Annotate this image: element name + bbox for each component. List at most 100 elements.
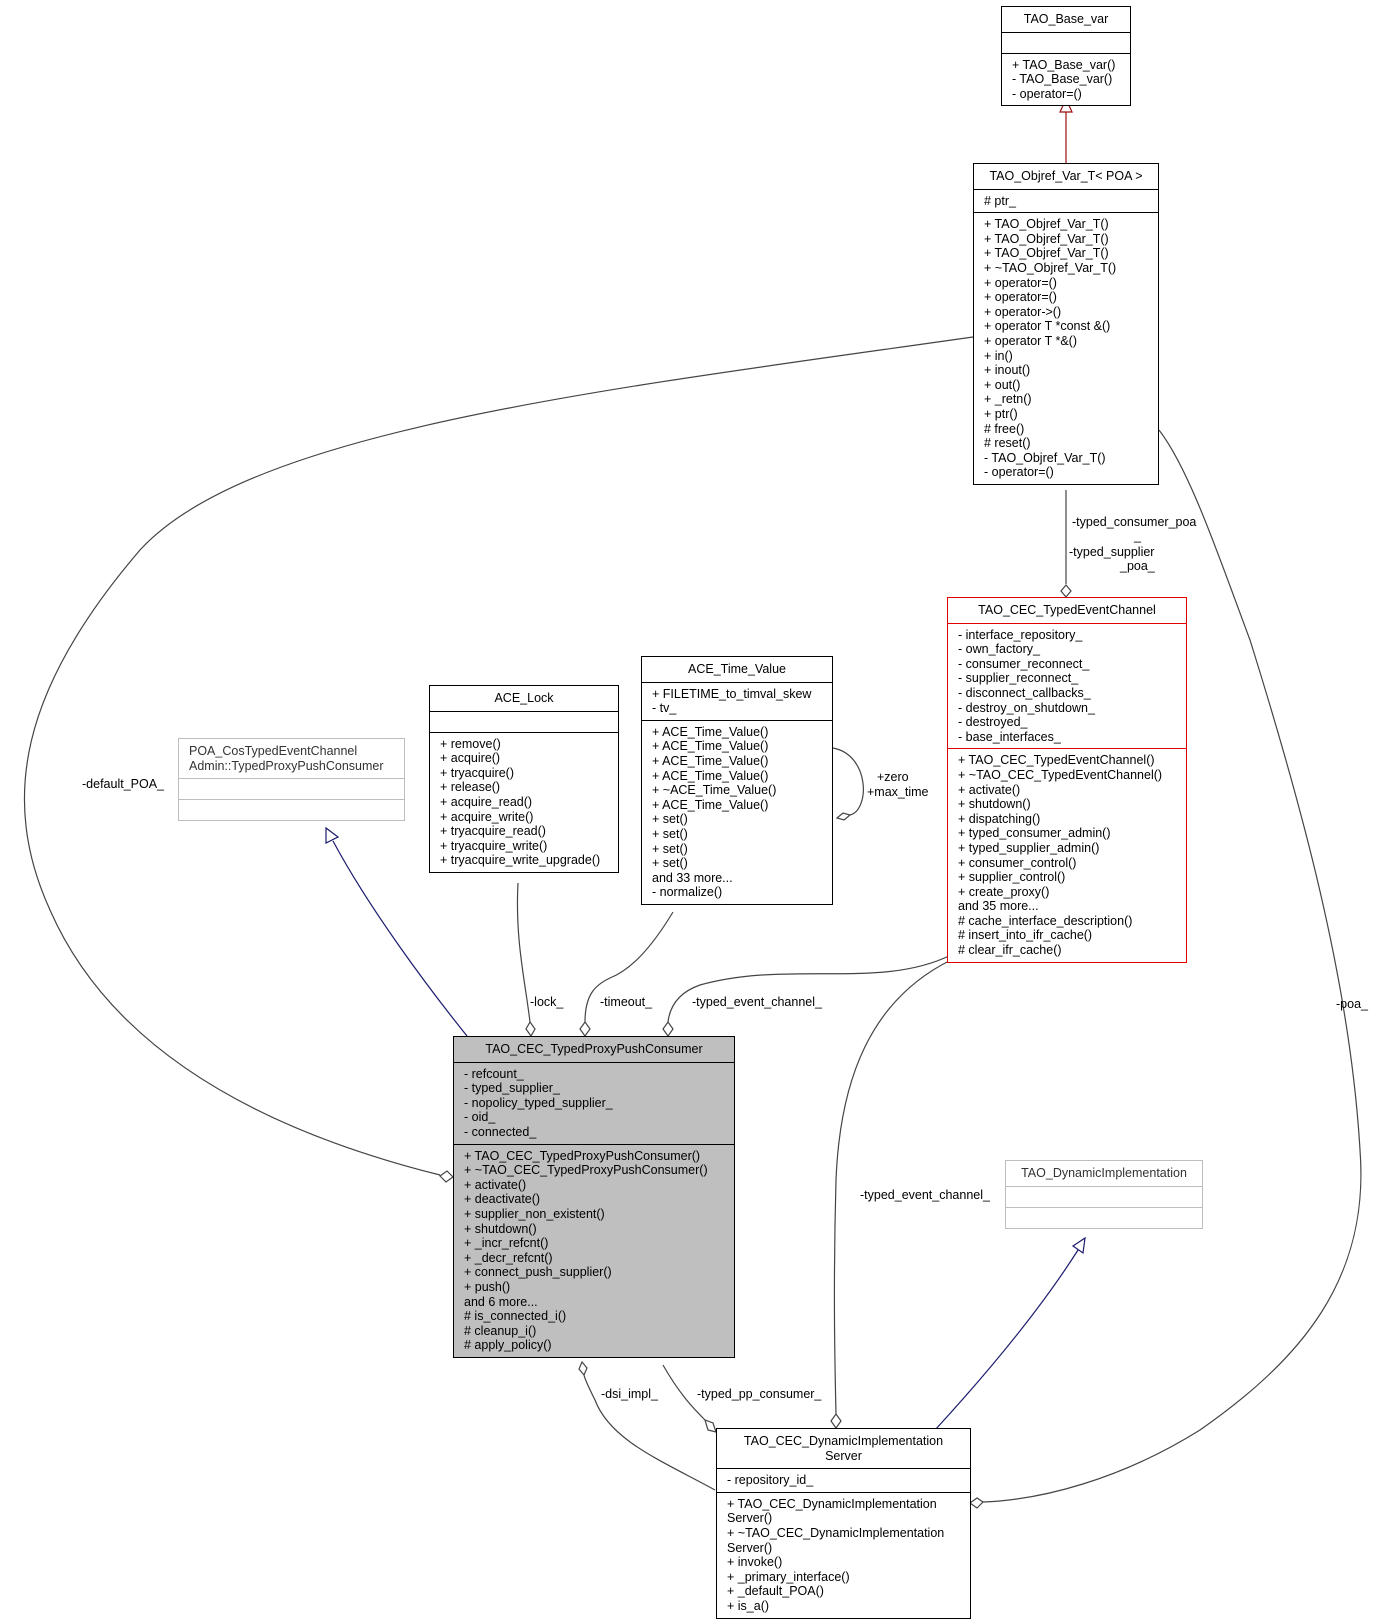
aggregation-diamond-lock (525, 1020, 536, 1038)
attribute-row: - tv_ (652, 701, 677, 716)
method-row: + operator=() (984, 275, 1057, 290)
aggregation-diamond-self (835, 812, 852, 821)
class-tao-cec-typedeventchannel: TAO_CEC_TypedEventChannel- interface_rep… (947, 597, 1187, 963)
method-row: + operator=() (984, 290, 1057, 305)
method-row: + supplier_control() (958, 870, 1066, 885)
method-row: and 35 more... (958, 899, 1039, 914)
aggregation-diamond-tec-proxy (662, 1020, 674, 1038)
method-row: + invoke() (727, 1555, 783, 1570)
edge-lock (516, 882, 531, 1023)
class-title: TAO_DynamicImplementation (1006, 1161, 1202, 1186)
method-row: # is_connected_i() (464, 1309, 567, 1324)
class-tao-dynamicimplementation: TAO_DynamicImplementation (1005, 1160, 1203, 1229)
method-row: + acquire() (440, 751, 501, 766)
class-methods: + TAO_Objref_Var_T()+ TAO_Objref_Var_T()… (974, 212, 1158, 484)
method-row: # apply_policy() (464, 1338, 552, 1353)
class-methods (1006, 1206, 1202, 1228)
label-typed-pp-consumer: -typed_pp_consumer_ (697, 1387, 822, 1401)
attribute-row: - nopolicy_typed_supplier_ (464, 1095, 613, 1110)
class-attributes (430, 710, 618, 732)
class-attributes: - refcount_- typed_supplier_- nopolicy_t… (454, 1061, 734, 1144)
method-row: + remove() (440, 736, 501, 751)
label-dsi-impl: -dsi_impl_ (601, 1387, 659, 1401)
method-row: + shutdown() (958, 797, 1031, 812)
label-typed-event-channel-side: -typed_event_channel_ (860, 1188, 991, 1202)
inheritance-arrow-poa (325, 826, 340, 844)
edge-default-poa (23, 336, 974, 1176)
class-ace-time-value: ACE_Time_Value+ FILETIME_to_timval_skew-… (641, 656, 833, 905)
method-row: + ~TAO_CEC_TypedEventChannel() (958, 767, 1163, 782)
class-title-line: TAO_DynamicImplementation (1021, 1166, 1187, 1180)
edge-poa (982, 429, 1362, 1503)
method-row: + ACE_Time_Value() (652, 753, 769, 768)
method-row: + ACE_Time_Value() (652, 797, 769, 812)
method-row: + _decr_refcnt() (464, 1250, 553, 1265)
class-methods: + remove()+ acquire()+ tryacquire()+ rel… (430, 731, 618, 872)
class-attributes (179, 778, 404, 799)
method-row: and 33 more... (652, 870, 733, 885)
label-timeout: -timeout_ (600, 995, 653, 1009)
aggregation-diamond-dsi (578, 1360, 588, 1377)
method-row: + _default_POA() (727, 1584, 824, 1599)
label-max-time: +max_time (867, 785, 929, 799)
method-row: + ~TAO_CEC_TypedProxyPushConsumer() (464, 1163, 708, 1178)
method-row: + TAO_CEC_DynamicImplementation (727, 1496, 937, 1511)
method-row: + tryacquire_read() (440, 824, 546, 839)
edge-timeout (584, 911, 674, 1023)
attribute-row: - destroy_on_shutdown_ (958, 700, 1095, 715)
class-title-line: TAO_CEC_TypedProxyPushConsumer (485, 1042, 703, 1056)
class-methods (179, 799, 404, 820)
edge-proxy-inherits-poa (332, 840, 468, 1037)
class-title-line: Server (825, 1448, 862, 1463)
method-row: + deactivate() (464, 1192, 541, 1207)
attribute-row: - destroyed_ (958, 715, 1028, 730)
attribute-row: + FILETIME_to_timval_skew (652, 686, 812, 701)
attribute-row: - disconnect_callbacks_ (958, 685, 1091, 700)
method-row: # clear_ifr_cache() (958, 943, 1062, 958)
method-row: + set() (652, 826, 688, 841)
method-row: + TAO_CEC_TypedProxyPushConsumer() (464, 1148, 701, 1163)
edge-dis-inherits-dynimpl (934, 1249, 1079, 1431)
method-row: Server() (727, 1511, 773, 1526)
label-zero: +zero (877, 770, 909, 784)
attribute-row: - supplier_reconnect_ (958, 671, 1079, 686)
class-attributes: + FILETIME_to_timval_skew- tv_ (642, 681, 832, 720)
method-row: + inout() (984, 363, 1031, 378)
method-row: + activate() (464, 1177, 527, 1192)
method-row: + activate() (958, 782, 1021, 797)
attribute-row: - oid_ (464, 1110, 496, 1125)
method-row: + set() (652, 841, 688, 856)
aggregation-diamond-poa (968, 1497, 984, 1509)
class-tao-base-var: TAO_Base_var+ TAO_Base_var()- TAO_Base_v… (1001, 6, 1131, 107)
method-row: + TAO_CEC_TypedEventChannel() (958, 753, 1155, 768)
method-row: + is_a() (727, 1598, 770, 1613)
class-methods: + TAO_CEC_TypedEventChannel()+ ~TAO_CEC_… (948, 748, 1186, 961)
class-title-line: TAO_CEC_DynamicImplementation (743, 1434, 944, 1448)
method-row: + tryacquire_write_upgrade() (440, 853, 601, 868)
inheritance-arrow-dynimpl (1071, 1236, 1086, 1255)
class-ace-lock: ACE_Lock+ remove()+ acquire()+ tryacquir… (429, 685, 619, 873)
class-title: ACE_Time_Value (642, 657, 832, 682)
method-row: + TAO_Objref_Var_T() (984, 217, 1109, 232)
method-row: + out() (984, 377, 1021, 392)
method-row: + push() (464, 1279, 511, 1294)
method-row: + ~TAO_CEC_DynamicImplementation (727, 1525, 945, 1540)
attribute-row: # ptr_ (984, 193, 1016, 208)
method-row: # cache_interface_description() (958, 913, 1133, 928)
class-title: TAO_Base_var (1002, 7, 1130, 32)
edge-typed-pp-consumer (662, 1364, 706, 1421)
method-row: + typed_supplier_admin() (958, 840, 1100, 855)
method-row: + ACE_Time_Value() (652, 768, 769, 783)
method-row: + create_proxy() (958, 884, 1050, 899)
class-attributes: - repository_id_ (717, 1468, 970, 1492)
edge-typed-event-channel-top (667, 954, 952, 1023)
method-row: - operator=() (1012, 86, 1082, 101)
method-row: + supplier_non_existent() (464, 1206, 605, 1221)
edge-dsi-impl (583, 1374, 716, 1491)
label-typed-event-channel-top: -typed_event_channel_ (692, 995, 823, 1009)
